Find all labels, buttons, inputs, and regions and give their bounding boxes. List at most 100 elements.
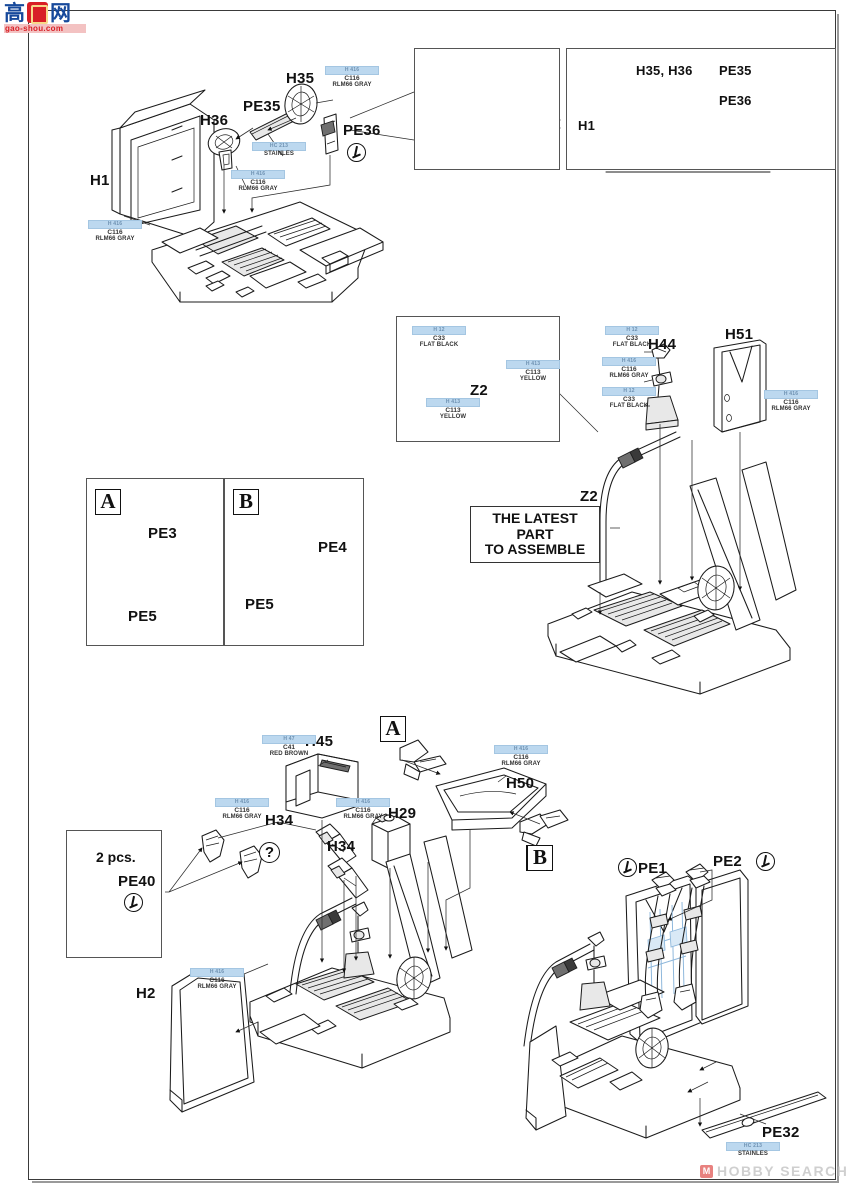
paint-chip-h51: H 416 C116 RLM66 GRAY <box>764 390 818 412</box>
label-pe40-qty: 2 pcs. <box>96 849 136 865</box>
paint-name: RED BROWN <box>269 751 309 757</box>
tag-option-a: A <box>95 489 121 515</box>
inset-top-left <box>414 48 560 170</box>
paint-name: STAINLES <box>737 1151 769 1157</box>
paint-name: RLM66 GRAY <box>343 814 383 820</box>
paint-chip-h50: H 416 C116 RLM66 GRAY <box>494 745 548 767</box>
inset-top-right <box>566 48 836 170</box>
label-h34-a: H34 <box>265 812 294 829</box>
note-line-2: TO ASSEMBLE <box>484 541 586 558</box>
paint-code: H 416 <box>325 66 379 75</box>
paint-name: STAINLES <box>263 151 295 157</box>
label-pe3: PE3 <box>148 525 177 542</box>
paint-name: RLM66 GRAY <box>238 186 278 192</box>
paint-code: H 413 <box>506 360 560 369</box>
label-pe36: PE36 <box>343 122 381 139</box>
logo-url: gao-shou.com <box>4 24 86 33</box>
paint-c: C116 <box>234 806 250 814</box>
paint-chip-h34: H 416 C116 RLM66 GRAY <box>215 798 269 820</box>
paint-c: C33 <box>433 334 445 342</box>
paint-code: HC 213 <box>252 142 306 151</box>
label-pe2: PE2 <box>713 853 742 870</box>
paint-c: C116 <box>209 976 225 984</box>
paint-c: C116 <box>250 178 266 186</box>
paint-c: C116 <box>783 398 799 406</box>
bend-icon-pe2 <box>756 852 775 871</box>
paint-code: H 416 <box>190 968 244 977</box>
paint-code: H 416 <box>764 390 818 399</box>
paint-code: H 416 <box>602 357 656 366</box>
paint-chip-z2-black: H 12 C33 FLAT BLACK <box>412 326 466 348</box>
paint-chip-h29: H 416 C116 RLM66 GRAY <box>336 798 390 820</box>
paint-chip-z2-yellow-a: H 413 C113 YELLOW <box>426 398 480 420</box>
label-h29: H29 <box>388 805 417 822</box>
inset-label-h1: H1 <box>578 118 596 133</box>
page-border <box>28 10 839 1183</box>
label-z2: Z2 <box>580 488 598 505</box>
paint-name: RLM66 GRAY <box>222 814 262 820</box>
question-icon: ? <box>259 842 280 863</box>
paint-c: C116 <box>621 365 637 373</box>
note-line-1: THE LATEST PART <box>492 510 578 542</box>
paint-code: H 12 <box>605 326 659 335</box>
paint-code: H 413 <box>426 398 480 407</box>
paint-name: RLM66 GRAY <box>95 236 135 242</box>
paint-chip-h45: H 47 C41 RED BROWN <box>262 735 316 757</box>
paint-chip-h44-gray: H 416 C116 RLM66 GRAY <box>602 357 656 379</box>
paint-code: H 12 <box>412 326 466 335</box>
watermark: M HOBBY SEARCH <box>700 1163 848 1179</box>
bend-icon-pe40 <box>124 893 143 912</box>
paint-chip-pe35: HC 213 STAINLES <box>252 142 306 157</box>
paint-chip-h1: H 416 C116 RLM66 GRAY <box>88 220 142 242</box>
paint-code: HC 213 <box>726 1142 780 1151</box>
label-pe32: PE32 <box>762 1124 800 1141</box>
paint-c: C113 <box>525 368 541 376</box>
paint-name: YELLOW <box>519 376 547 382</box>
label-z2-inset: Z2 <box>470 382 488 399</box>
note-latest-part: THE LATEST PART TO ASSEMBLE <box>470 506 600 564</box>
paint-c: C116 <box>107 228 123 236</box>
paint-name: RLM66 GRAY <box>332 82 372 88</box>
label-h44: H44 <box>648 336 677 353</box>
tag-option-b: B <box>233 489 259 515</box>
paint-c: C33 <box>623 395 635 403</box>
inset-label-pe36: PE36 <box>719 93 752 108</box>
inset-label-h35-h36: H35, H36 <box>636 63 693 78</box>
inset-z2 <box>396 316 560 442</box>
paint-name: YELLOW <box>439 414 467 420</box>
label-pe5-a: PE5 <box>128 608 157 625</box>
label-pe5-b: PE5 <box>245 596 274 613</box>
paint-chip-h2: H 416 C116 RLM66 GRAY <box>190 968 244 990</box>
paint-code: H 416 <box>494 745 548 754</box>
paint-c: C116 <box>355 806 371 814</box>
label-h34-b: H34 <box>327 838 356 855</box>
logo-glyph-left: 高 <box>4 0 25 25</box>
paint-chip-h44-black-bot: H 12 C33 FLAT BLACK <box>602 387 656 409</box>
tag-final-b: B <box>527 845 553 871</box>
paint-name: RLM66 GRAY <box>501 761 541 767</box>
label-h1: H1 <box>90 172 110 189</box>
label-h36: H36 <box>200 112 229 129</box>
logo-seal-icon <box>27 2 48 24</box>
inset-label-pe35: PE35 <box>719 63 752 78</box>
inset-pe40 <box>66 830 162 958</box>
paint-name: FLAT BLACK <box>609 403 649 409</box>
label-pe40: PE40 <box>118 873 156 890</box>
bend-icon-pe1 <box>618 858 637 877</box>
paint-c: C116 <box>513 753 529 761</box>
bend-icon-pe36 <box>347 143 366 162</box>
site-logo: 高 网 gao-shou.com <box>4 2 86 42</box>
paint-c: C116 <box>344 74 360 82</box>
paint-c: C113 <box>445 406 461 414</box>
paint-chip-h36: H 416 C116 RLM66 GRAY <box>231 170 285 192</box>
tag-bottom-a: A <box>380 716 406 742</box>
paint-code: H 416 <box>215 798 269 807</box>
watermark-text: HOBBY SEARCH <box>717 1163 849 1179</box>
logo-glyph-right: 网 <box>50 0 71 25</box>
label-h51: H51 <box>725 326 754 343</box>
paint-name: RLM66 GRAY <box>197 984 237 990</box>
paint-code: H 416 <box>88 220 142 229</box>
paint-name: RLM66 GRAY <box>771 406 811 412</box>
watermark-mark-icon: M <box>700 1164 713 1178</box>
